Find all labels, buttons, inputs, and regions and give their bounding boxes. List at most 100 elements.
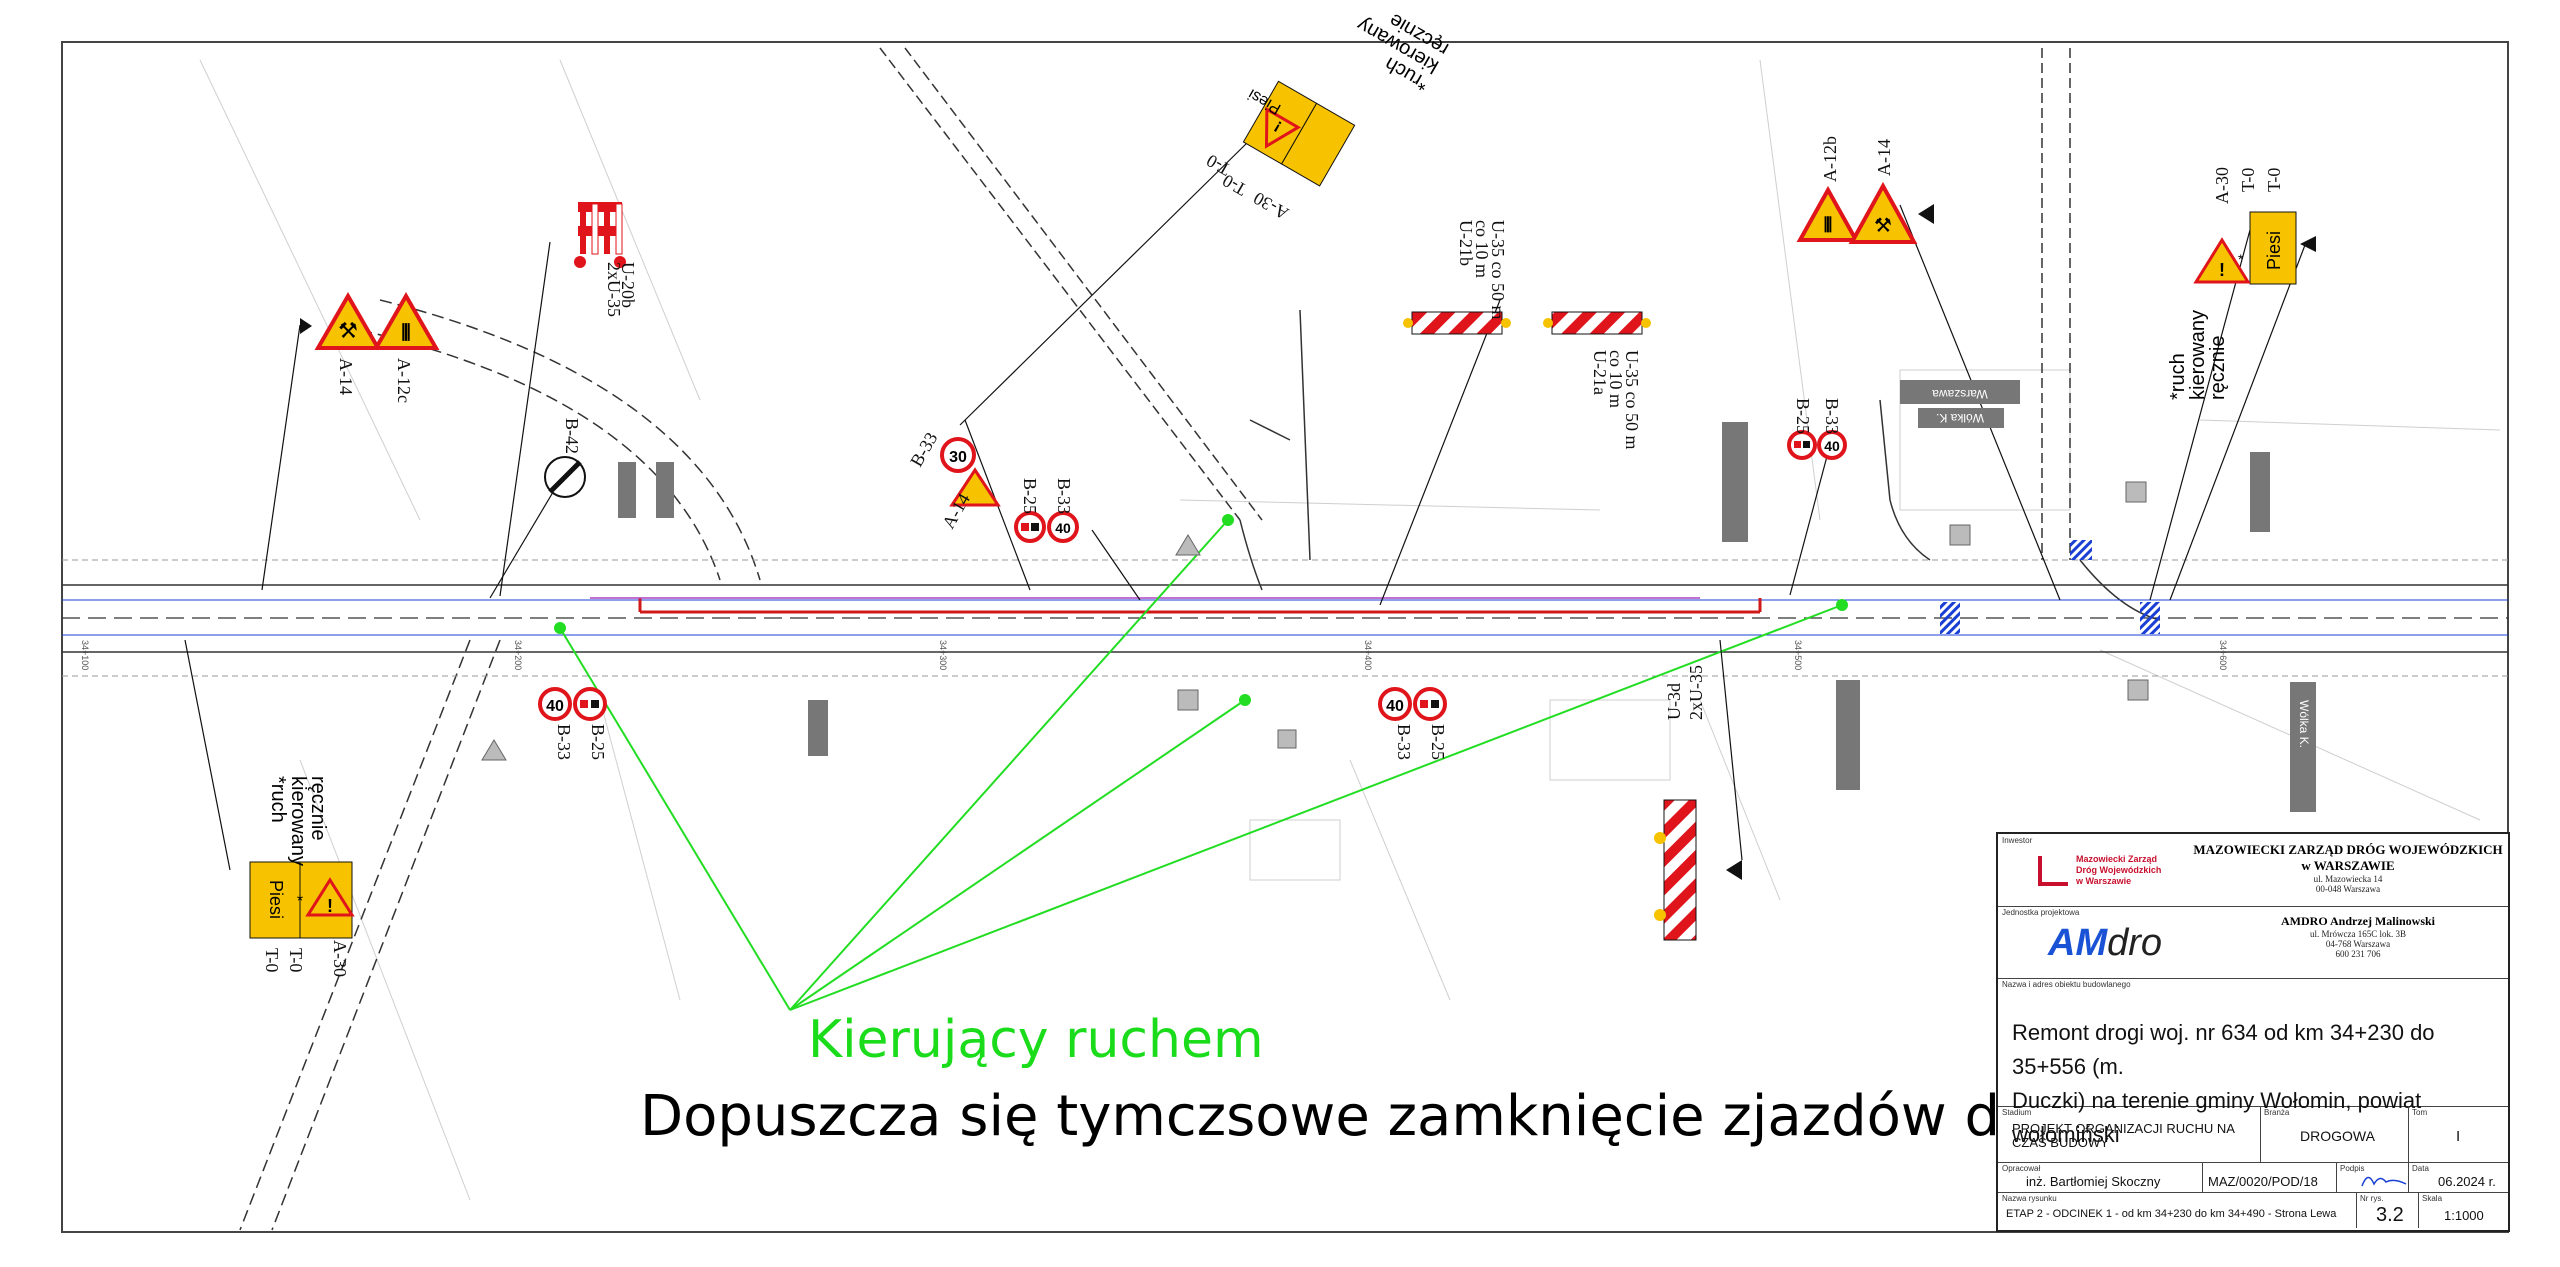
sign-a12c-left: ⫴: [372, 291, 440, 350]
arrow-marker-a14-right: [1918, 204, 1934, 224]
scale-caption: Skala: [2422, 1194, 2443, 1203]
investor-name-2: w WARSZAWIE: [2301, 858, 2395, 873]
designer-name: AMDRO Andrzej Malinowski: [2281, 914, 2435, 928]
stage-value: PROJEKT ORGANIZACJI RUCHU NA CZAS BUDOWY: [2012, 1121, 2235, 1150]
label-t0-upper-right-1: T-0: [2238, 168, 2258, 192]
designer-addr-1: ul. Mrówcza 165C lok. 3B: [2310, 929, 2406, 939]
speed-40-left: 40: [546, 698, 564, 715]
parcel-lines: [199, 59, 2501, 1201]
label-u21a: U-21a co 10 m U-35 co 50 m: [1590, 350, 1642, 449]
investor-name-1: MAZOWIECKI ZARZĄD DRÓG WOJEWÓDZKICH: [2193, 842, 2503, 857]
sign-a30-top-centre: !: [1242, 80, 1356, 187]
chainage-labels: 34+100 34+200 34+300 34+400 34+500 34+60…: [80, 640, 2228, 670]
date-value: 06.2024 r.: [2438, 1174, 2496, 1189]
label-a14-left: A-14: [336, 358, 356, 395]
curved-road-left: [359, 299, 761, 581]
traffic-controller-lines: [554, 514, 1848, 1011]
object-line-1: Remont drogi woj. nr 634 od km 34+230 do…: [2012, 1020, 2435, 1079]
u3d-1: U-3d: [1664, 683, 1684, 720]
speed-40-right: 40: [1824, 438, 1840, 454]
board-warszawa: Warszawa: [1932, 387, 1988, 401]
label-a12b: A-12b: [1820, 136, 1840, 182]
investor-addr-1: ul. Mazowiecka 14: [2313, 874, 2383, 884]
label-b33-lower-mid: B-33: [1394, 724, 1414, 760]
sign-group-left-speed: 40: [538, 687, 607, 721]
label-piesi-upper-right: Piesi: [2264, 231, 2284, 270]
object-text: Remont drogi woj. nr 634 od km 34+230 do…: [2012, 1016, 2508, 1152]
object-row: Nazwa i adres obiektu budowlanego Remont…: [1998, 978, 2508, 1147]
label-a14-right: A-14: [1874, 139, 1894, 176]
sign-b42: [544, 456, 586, 498]
u21b-3: U-35 co 50 m: [1488, 220, 1508, 319]
label-u3d: U-3d 2xU-35: [1664, 665, 1706, 720]
traffic-controller-label: Kierujący ruchem: [808, 1010, 1264, 1070]
svg-text:⫴: ⫴: [401, 320, 410, 345]
object-caption: Nazwa i adres obiektu budowlanego: [2002, 980, 2131, 989]
label-b25-lower-mid: B-25: [1428, 724, 1448, 760]
designer-logo-a: AM: [2048, 922, 2108, 964]
title-block: Inwestor Mazowiecki Zarząd Dróg Wojewódz…: [1996, 832, 2510, 1232]
barrier-u21a: [1543, 311, 1651, 335]
label-b25-mid: B-25: [1020, 478, 1040, 514]
sign-group-lower-mid: 40: [1378, 687, 1447, 721]
side-road-east: [1879, 48, 2161, 621]
manual-text-upper-right: *ruch kierowany ręcznie: [2167, 304, 2229, 400]
side-road-north: [879, 47, 1311, 591]
drawing-row: Nazwa rysunku ETAP 2 - ODCINEK 1 - od km…: [1998, 1192, 2508, 1228]
label-t0-lower-left-1: T-0: [286, 948, 306, 972]
svg-text:!: !: [327, 896, 333, 916]
label-a30-top: A-30: [1250, 188, 1292, 224]
board-right-5: [2290, 682, 2316, 812]
investor-addr-2: 00-048 Warszawa: [2315, 884, 2381, 894]
sign-a30-upper-right: ! *: [2193, 211, 2297, 285]
chainage-34-600: 34+600: [2218, 640, 2228, 670]
board-left-2: [656, 462, 674, 518]
branch-caption: Branża: [2264, 1108, 2290, 1117]
small-signs: [481, 481, 2149, 761]
label-piesi-lower-left: Piesi: [266, 880, 286, 919]
investor-logo: Mazowiecki Zarząd Dróg Wojewódzkich w Wa…: [2038, 852, 2178, 892]
drawing-frame: [61, 41, 2509, 1233]
label-u20b: U-20b: [618, 262, 638, 308]
sign-group-speed30: 30: [940, 437, 1001, 507]
investor-text: MAZOWIECKI ZARZĄD DRÓG WOJEWÓDZKICH w WA…: [2188, 842, 2508, 894]
label-b33-mid: B-33: [906, 429, 941, 470]
nr-caption: Nr rys.: [2360, 1194, 2384, 1203]
driveway-closure-note: Dopuszcza się tymczsowe zamknięcie zjazd…: [640, 1084, 2246, 1149]
manual-lower-left-2: kierowany: [287, 776, 309, 866]
manual-text-top: *ruch kierowany ręcznie: [1339, 0, 1453, 95]
manual-upper-right-1: *ruch: [2167, 353, 2189, 400]
logo-line-3: w Warszawie: [2076, 876, 2132, 886]
u21a-1: U-21a: [1590, 350, 1610, 395]
sign-a30-lower-left: ! *: [249, 861, 355, 939]
designer-row: Jednostka projektowa AMdro AMDRO Andrzej…: [1998, 906, 2508, 979]
label-b33-right: B-33: [1822, 398, 1842, 434]
u21b-1: U-21b: [1456, 220, 1476, 266]
author-divider-1: [2202, 1162, 2203, 1192]
designer-addr-2: 04-768 Warszawa: [2325, 939, 2391, 949]
author-row: Opracował inż. Bartłomiej Skoczny MAZ/00…: [1998, 1162, 2508, 1193]
chainage-34-200: 34+200: [513, 640, 523, 670]
sign-a14-right: ⚒: [1848, 181, 1918, 244]
logo-text: Mazowiecki Zarząd Dróg Wojewódzkich w Wa…: [2076, 854, 2161, 887]
u21a-2: co 10 m: [1606, 350, 1626, 408]
speed-40-mid: 40: [1055, 520, 1071, 536]
speed-30: 30: [949, 449, 967, 466]
volume-value: I: [2456, 1128, 2461, 1145]
designer-logo: AMdro: [2048, 922, 2162, 965]
svg-text:⫴: ⫴: [1824, 215, 1832, 237]
label-t0-lower-left-2: T-0: [262, 948, 282, 972]
manual-upper-right-2: kierowany: [2187, 310, 2209, 400]
drawing-caption: Nazwa rysunku: [2002, 1194, 2057, 1203]
label-a30-lower-left: A-30: [330, 940, 350, 977]
label-u20b-1: U-20b: [618, 262, 638, 308]
sign-a12b-right: ⫴: [1796, 185, 1860, 242]
barrier-u20b: [574, 202, 626, 268]
designer-text: AMDRO Andrzej Malinowski ul. Mrówcza 165…: [2228, 914, 2488, 959]
svg-text:*: *: [297, 893, 303, 910]
reg-value: MAZ/0020/POD/18: [2208, 1174, 2318, 1189]
sign-a14-left: ⚒: [314, 291, 382, 350]
chainage-34-500: 34+500: [1793, 640, 1803, 670]
object-line-2: Duczki) na terenie gminy Wołomin, powiat…: [2012, 1088, 2422, 1147]
arrow-marker: [300, 318, 312, 334]
